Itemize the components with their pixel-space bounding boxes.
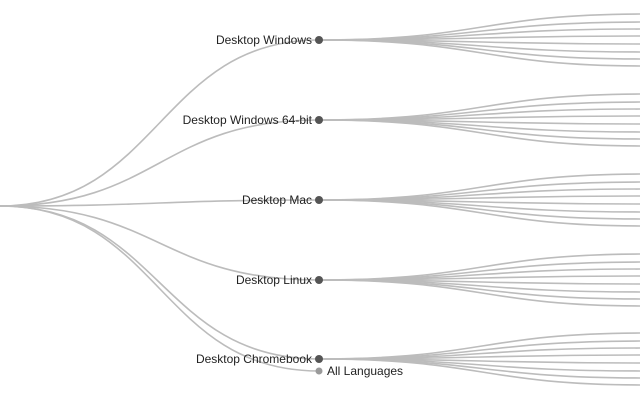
link-root-mac (0, 199, 320, 207)
node-win64[interactable] (315, 116, 323, 124)
node-label-all-lang[interactable]: All Languages (327, 364, 403, 378)
node-all-lang[interactable] (315, 367, 323, 375)
node-label-chromebook[interactable]: Desktop Chromebook (196, 352, 313, 366)
link-root-win (0, 39, 320, 207)
link-linux-leaf (318, 279, 640, 300)
link-mac-leaf (318, 199, 640, 220)
link-root-win64 (0, 119, 320, 207)
link-chromebook-leaf (318, 358, 640, 386)
node-linux[interactable] (315, 276, 323, 284)
link-linux-leaf (318, 279, 640, 307)
link-win-leaf (318, 39, 640, 67)
link-win64-leaf (318, 119, 640, 140)
link-root-linux (0, 205, 320, 281)
node-label-linux[interactable]: Desktop Linux (236, 273, 312, 287)
node-label-mac[interactable]: Desktop Mac (242, 193, 312, 207)
node-mac[interactable] (315, 196, 323, 204)
link-win-leaf (318, 39, 640, 60)
tree-links (0, 13, 640, 386)
node-label-win64[interactable]: Desktop Windows 64-bit (183, 113, 313, 127)
link-mac-leaf (318, 199, 640, 227)
node-chromebook[interactable] (315, 355, 323, 363)
node-win[interactable] (315, 36, 323, 44)
link-win64-leaf (318, 119, 640, 147)
link-root-all-lang (0, 205, 320, 372)
node-label-win[interactable]: Desktop Windows (216, 33, 312, 47)
